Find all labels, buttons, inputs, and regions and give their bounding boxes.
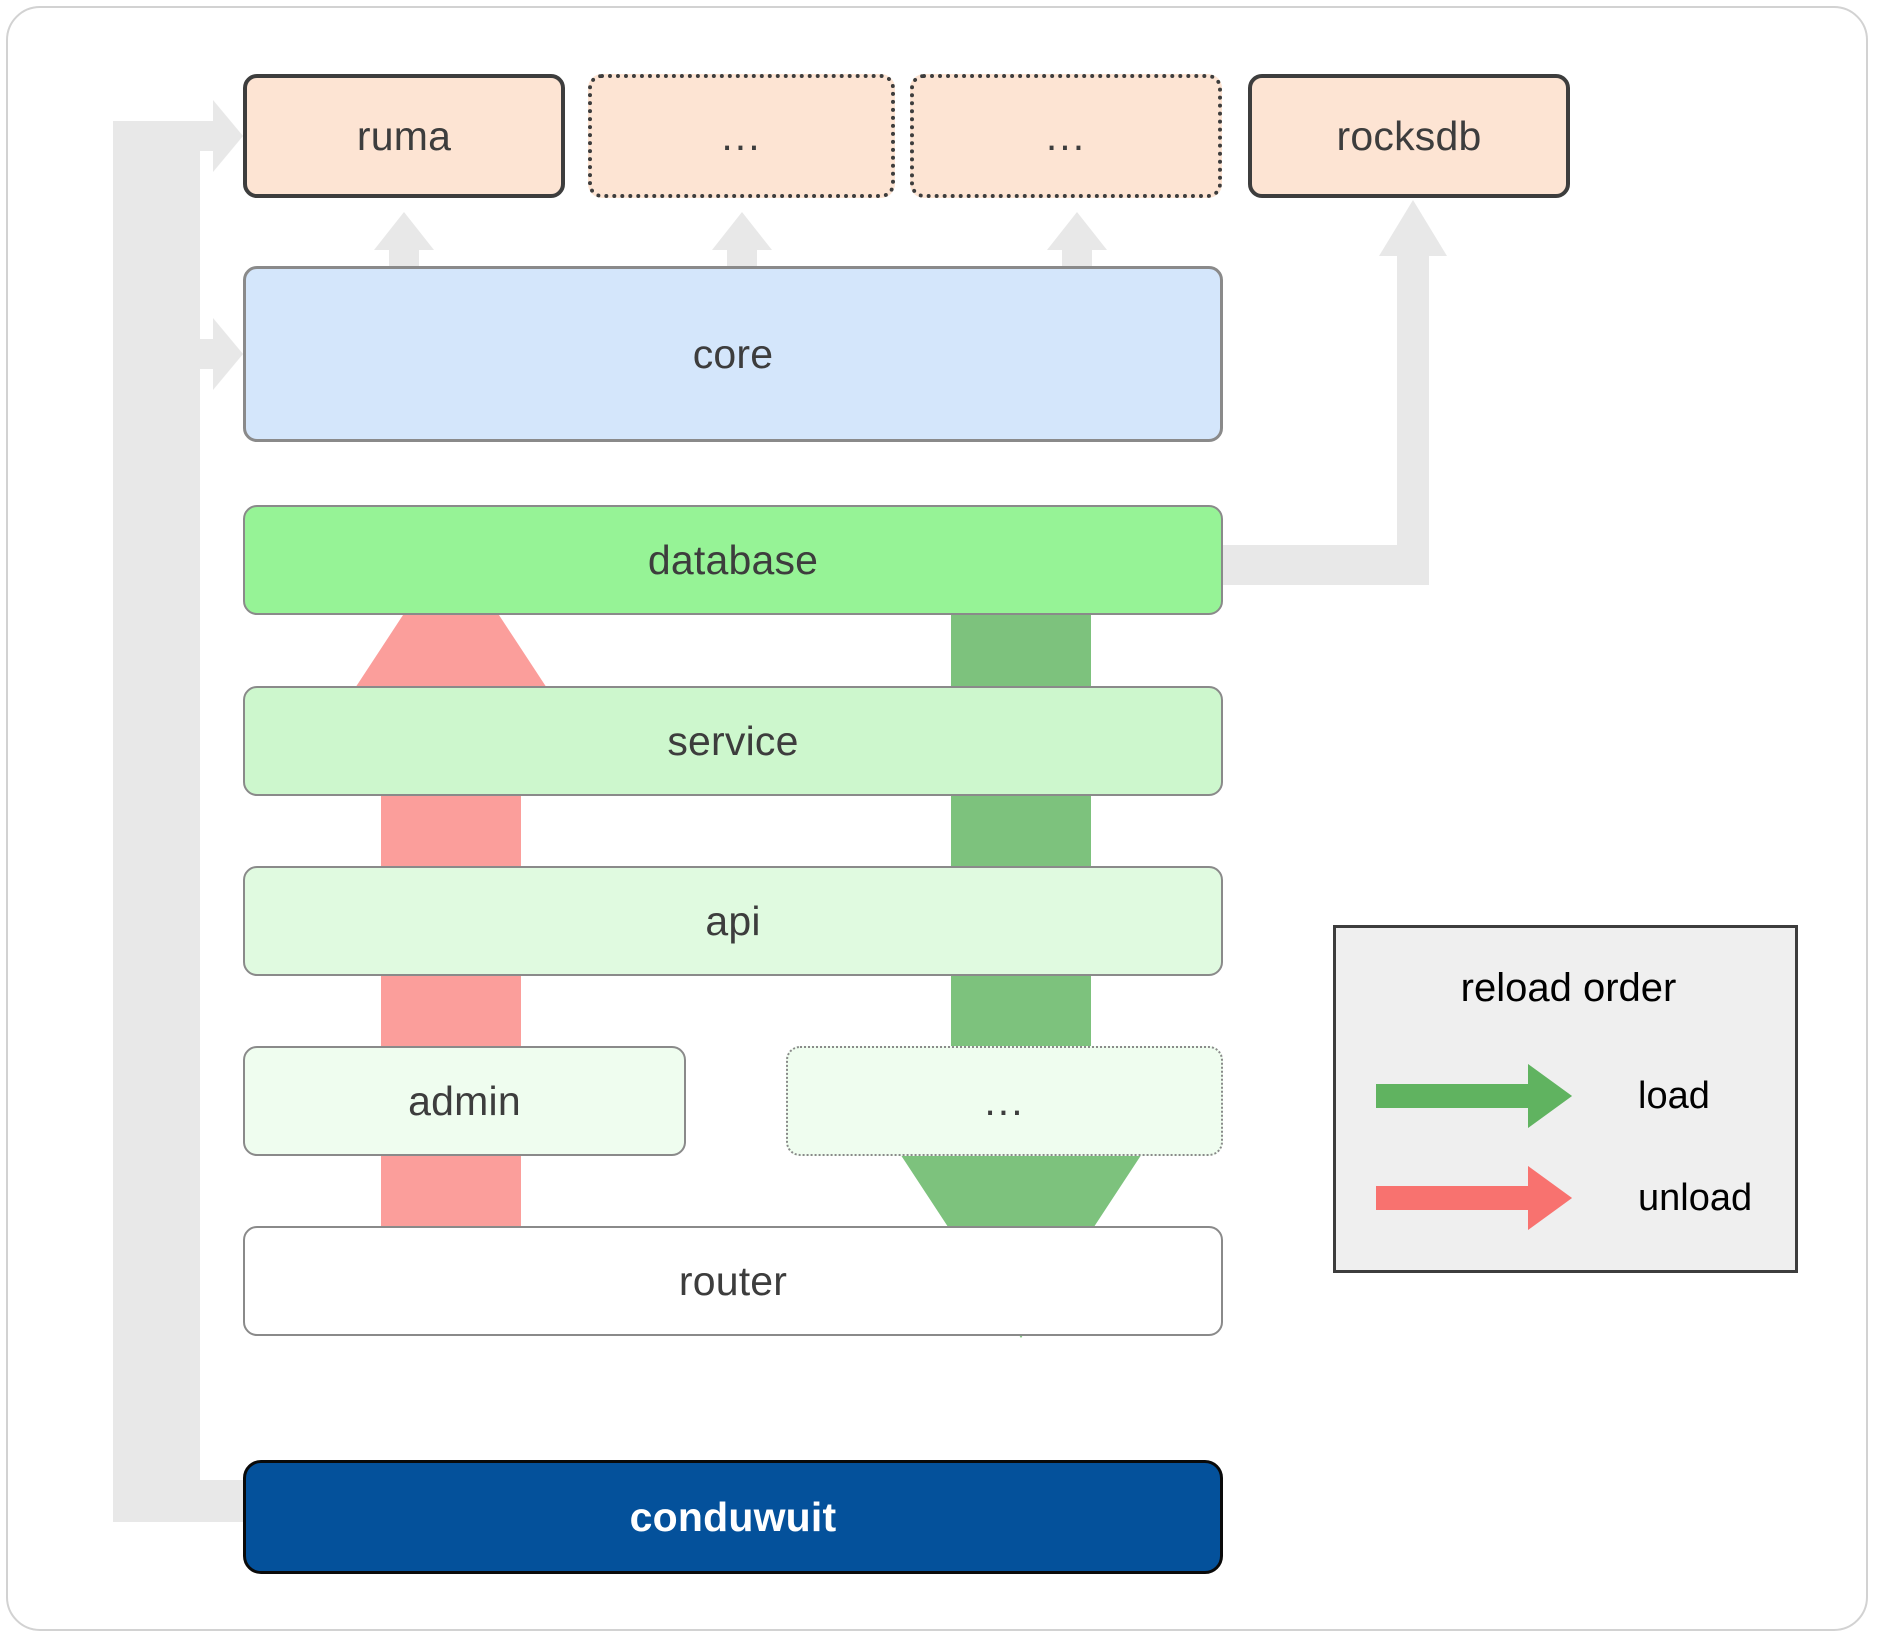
layer-box-database[interactable]: database (243, 505, 1223, 615)
layer-label-api: api (705, 897, 761, 944)
layer-box-api[interactable]: api (243, 866, 1223, 976)
binary-box-conduwuit[interactable]: conduwuit (243, 1460, 1223, 1574)
layer-label-database: database (647, 536, 819, 583)
dependency-box-placeholder-2[interactable]: ... (910, 74, 1222, 198)
layer-label-service: service (667, 717, 799, 764)
layer-label-router: router (678, 1257, 788, 1304)
layer-box-placeholder-3[interactable]: ... (786, 1046, 1223, 1156)
legend-title: reload order (1460, 966, 1677, 1010)
binary-label-conduwuit: conduwuit (629, 1493, 837, 1540)
dependency-box-ruma[interactable]: ruma (243, 74, 565, 198)
layer-box-router[interactable]: router (243, 1226, 1223, 1336)
layer-box-admin[interactable]: admin (243, 1046, 686, 1156)
dependency-box-placeholder-1[interactable]: ... (588, 74, 895, 198)
legend-label-load: load (1638, 1075, 1710, 1117)
unload-arrow-icon (1376, 1158, 1616, 1238)
core-label: core (692, 330, 774, 377)
legend-label-unload: unload (1638, 1177, 1753, 1219)
dependency-label-rocksdb: rocksdb (1336, 112, 1482, 159)
dependency-box-rocksdb[interactable]: rocksdb (1248, 74, 1570, 198)
load-arrow-icon (1376, 1056, 1616, 1136)
layer-box-service[interactable]: service (243, 686, 1223, 796)
dependency-label-ruma: ruma (356, 112, 452, 159)
legend-row-unload: unload (1336, 1158, 1801, 1238)
legend-box: reload order load unload (1333, 925, 1798, 1273)
diagram-frame (6, 6, 1868, 1631)
legend-row-load: load (1336, 1056, 1801, 1136)
dependency-label-placeholder-1: ... (721, 112, 762, 159)
layer-label-placeholder-3: ... (984, 1077, 1025, 1124)
core-box[interactable]: core (243, 266, 1223, 442)
dependency-label-placeholder-2: ... (1045, 112, 1087, 159)
layer-label-admin: admin (408, 1077, 521, 1124)
